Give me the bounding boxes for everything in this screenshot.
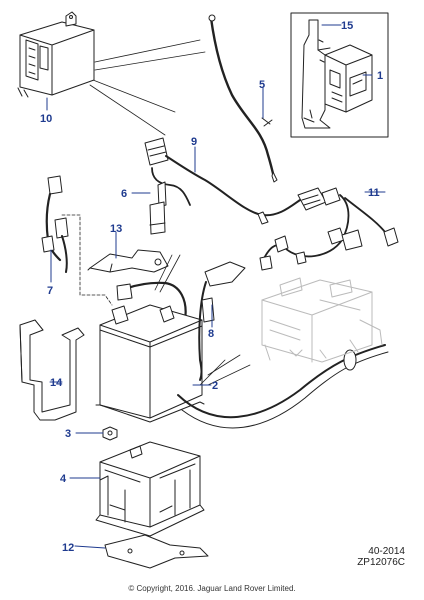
battery-2 xyxy=(95,304,205,423)
callout-labels: 1 2 3 4 5 6 7 8 9 10 11 12 13 14 15 xyxy=(40,20,383,554)
harness-11 xyxy=(259,194,399,271)
section-reference: 40-2014 ZP12076C xyxy=(330,546,405,568)
callout-1: 1 xyxy=(377,70,383,82)
callout-14: 14 xyxy=(50,377,63,389)
copyright-notice: © Copyright, 2016. Jaguar Land Rover Lim… xyxy=(128,584,296,593)
harness-9 xyxy=(144,137,341,235)
cable-5 xyxy=(208,14,278,183)
cable-8 xyxy=(198,261,246,381)
callout-7: 7 xyxy=(47,285,53,297)
callout-3: 3 xyxy=(65,428,71,440)
callout-15: 15 xyxy=(341,20,353,32)
ghost-engine-bay xyxy=(261,277,383,363)
bracket-12 xyxy=(104,534,209,569)
callout-13: 13 xyxy=(110,223,122,235)
callout-6: 6 xyxy=(121,188,127,200)
bracket-13 xyxy=(87,249,169,273)
callout-5: 5 xyxy=(259,79,265,91)
callout-11: 11 xyxy=(368,187,380,199)
callout-2: 2 xyxy=(212,380,218,392)
inset-box xyxy=(290,12,389,138)
bracket-14 xyxy=(19,319,85,421)
nut-3 xyxy=(102,426,118,441)
battery-tray-4 xyxy=(95,441,205,537)
module-10 xyxy=(17,11,95,98)
callout-10: 10 xyxy=(40,113,52,125)
cable-7 xyxy=(41,175,69,273)
callout-12: 12 xyxy=(62,542,74,554)
callout-4: 4 xyxy=(60,473,67,485)
callout-leaders xyxy=(46,24,386,549)
drawing-id: ZP12076C xyxy=(357,557,405,568)
section-number: 40-2014 xyxy=(368,546,405,557)
callout-9: 9 xyxy=(191,136,197,148)
callout-8: 8 xyxy=(208,328,214,340)
